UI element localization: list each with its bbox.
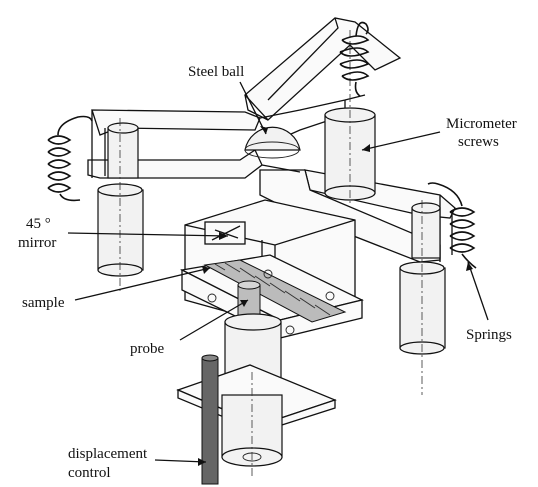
label-micrometer-line2: screws — [458, 134, 499, 150]
spring-top — [339, 21, 370, 97]
label-steel-ball: Steel ball — [188, 64, 244, 80]
mirror — [204, 221, 246, 245]
label-probe: probe — [130, 341, 164, 357]
label-mirror-line1: 45 ° — [26, 216, 51, 232]
label-sample: sample — [22, 295, 65, 311]
displacement-rod — [201, 354, 219, 485]
spring-right — [427, 182, 477, 269]
micrometer-screw-top — [324, 30, 376, 205]
steel-ball — [244, 126, 301, 159]
label-displacement-line1: displacement — [68, 446, 148, 462]
micrometer-screw-left — [97, 118, 144, 292]
micrometer-screw-right — [399, 200, 446, 395]
label-mirror-line2: mirror — [18, 235, 56, 251]
label-micrometer-line1: Micrometer — [446, 116, 517, 132]
label-springs: Springs — [466, 327, 512, 343]
label-displacement-line2: control — [68, 465, 111, 481]
leader-lines — [67, 81, 489, 466]
spring-left — [47, 115, 93, 202]
